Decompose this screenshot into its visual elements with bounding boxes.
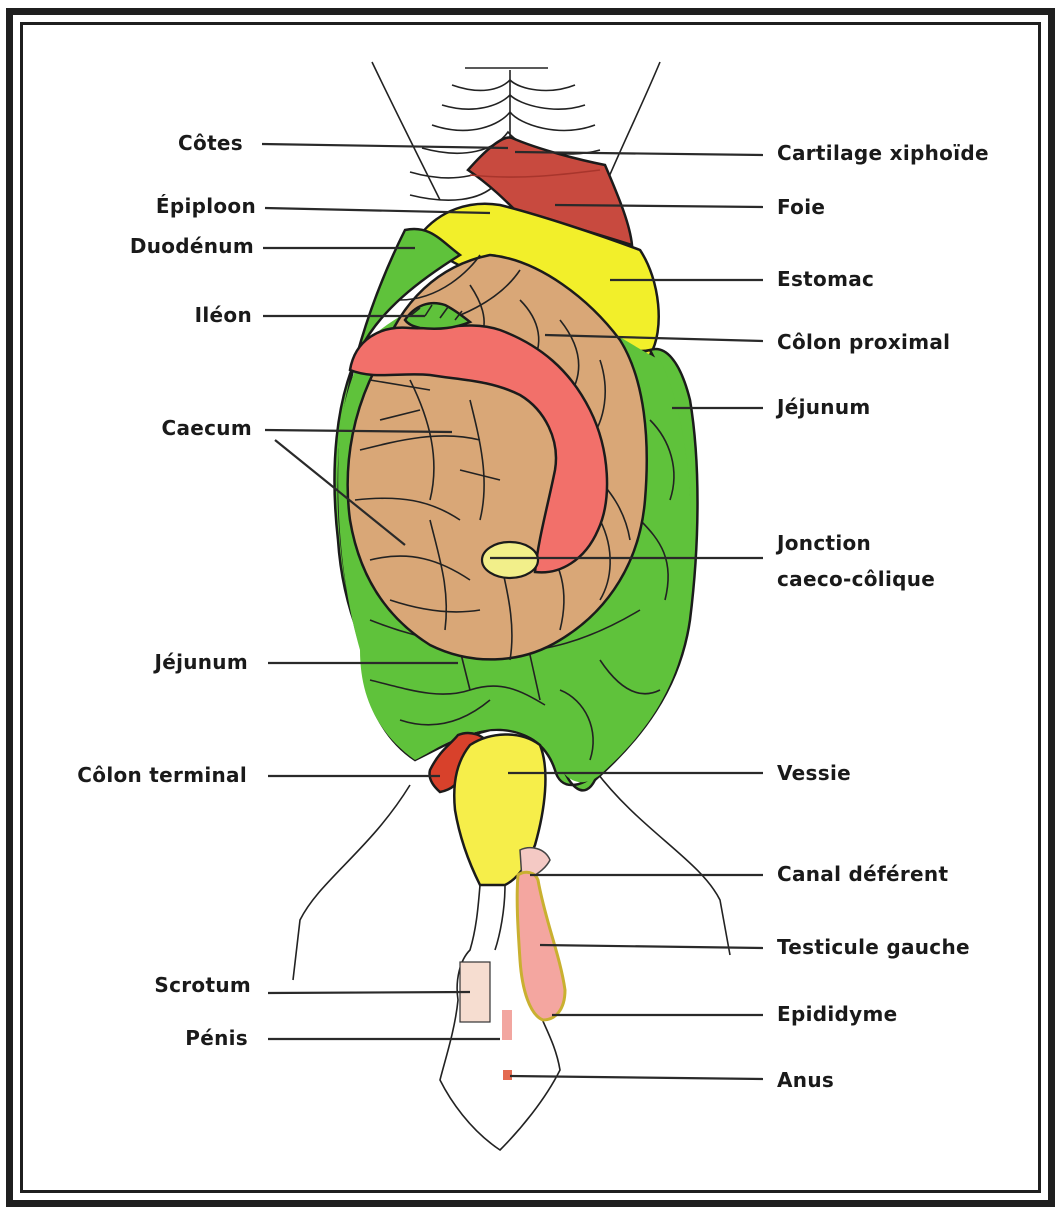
label-anus: Anus: [777, 1068, 834, 1092]
label-jejunum-left: Jéjunum: [152, 650, 248, 674]
label-estomac: Estomac: [777, 267, 874, 291]
label-penis: Pénis: [185, 1026, 248, 1050]
label-caecum: Caecum: [162, 416, 252, 440]
label-jonction: Jonction: [775, 531, 871, 555]
label-cartilage-xiphoide: Cartilage xiphoïde: [777, 141, 989, 165]
label-foie: Foie: [777, 195, 825, 219]
label-vessie: Vessie: [777, 761, 851, 785]
label-scrotum: Scrotum: [154, 973, 251, 997]
label-colon-proximal: Côlon proximal: [777, 330, 950, 354]
label-epiploon: Épiploon: [156, 194, 256, 218]
label-canal-deferent: Canal déférent: [777, 862, 948, 886]
label-cotes: Côtes: [178, 131, 243, 155]
label-epididyme: Epididyme: [777, 1002, 897, 1026]
label-jejunum-right: Jéjunum: [775, 395, 871, 419]
caeco-colic-junction: [482, 542, 538, 578]
label-ileon: Iléon: [195, 303, 252, 327]
label-caeco-colique: caeco-côlique: [777, 567, 935, 591]
label-duodenum: Duodénum: [130, 234, 254, 258]
label-testicule-gauche: Testicule gauche: [777, 935, 970, 959]
label-colon-terminal: Côlon terminal: [77, 763, 247, 787]
penis: [502, 1010, 512, 1040]
